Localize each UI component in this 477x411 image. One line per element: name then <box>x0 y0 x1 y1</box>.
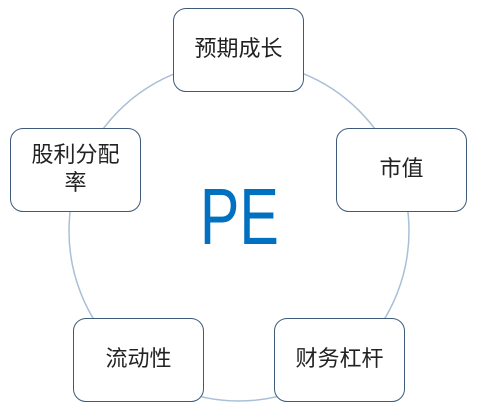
node-label: 股利分配率 <box>31 143 120 196</box>
center-label-container: PE <box>0 172 477 262</box>
node-label: 财务杠杆 <box>295 347 384 372</box>
node-liquidity: 流动性 <box>73 318 204 402</box>
node-label: 预期成长 <box>194 37 283 62</box>
node-market-cap: 市值 <box>336 128 467 212</box>
node-dividend-payout-ratio: 股利分配率 <box>10 128 141 212</box>
node-label: 市值 <box>379 157 424 182</box>
node-expected-growth: 预期成长 <box>173 8 304 92</box>
node-label: 流动性 <box>105 347 172 372</box>
center-label: PE <box>200 172 279 261</box>
node-financial-leverage: 财务杠杆 <box>274 318 405 402</box>
